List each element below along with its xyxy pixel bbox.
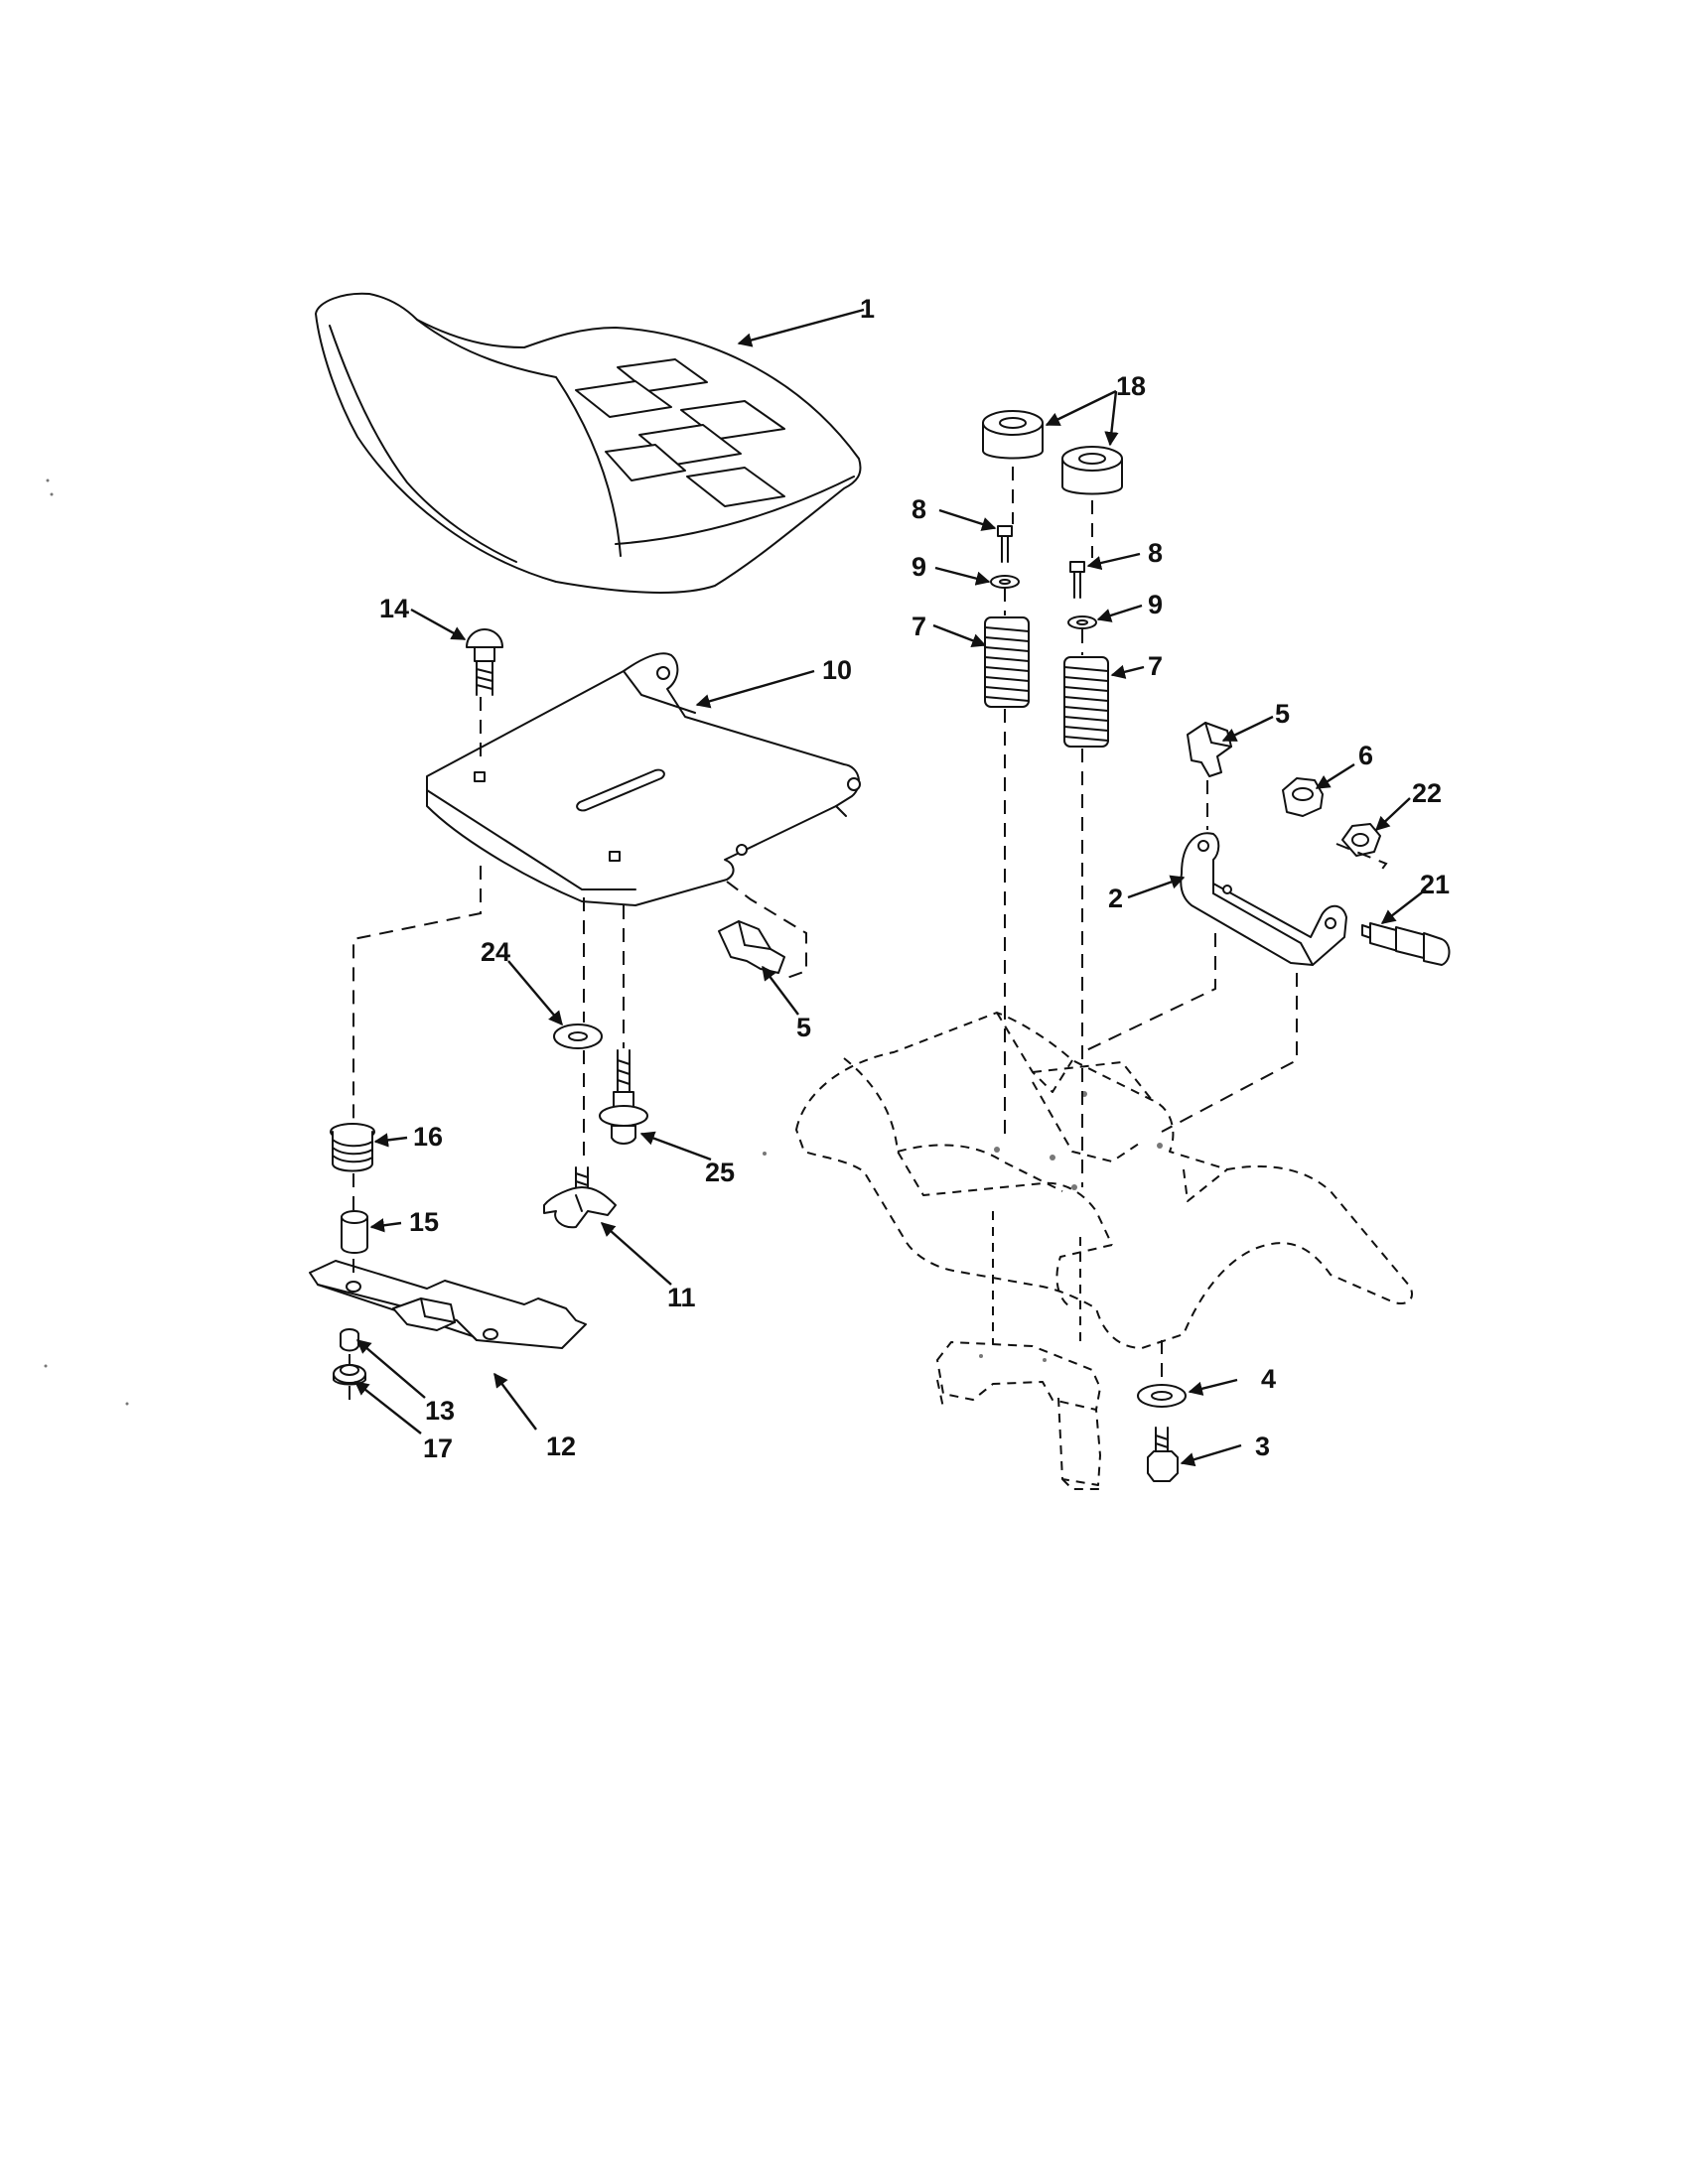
seat-pan-part-10 — [426, 652, 861, 906]
bracket-part-2 — [1180, 832, 1347, 966]
callout-21: 21 — [1420, 870, 1450, 899]
washer-part-9-right — [1067, 615, 1097, 629]
carriage-bolt-part-14 — [466, 628, 503, 696]
seat-part-1 — [315, 292, 862, 595]
nut-part-13 — [340, 1328, 359, 1352]
callout-18: 18 — [1116, 371, 1146, 401]
callout-25: 25 — [705, 1158, 735, 1187]
callout-4: 4 — [1261, 1364, 1276, 1394]
clip-part-5-upper — [1187, 722, 1232, 777]
callout-7-right: 7 — [1148, 651, 1163, 681]
callout-6: 6 — [1358, 741, 1373, 770]
scan-specks — [44, 478, 767, 1406]
callout-22: 22 — [1412, 778, 1442, 808]
frame-phantom-outline — [795, 1012, 1413, 1490]
callout-12: 12 — [546, 1432, 576, 1461]
callout-24: 24 — [481, 937, 510, 967]
callout-2: 2 — [1108, 884, 1123, 913]
shoulder-screw-part-25 — [599, 1049, 648, 1145]
callout-8-right: 8 — [1148, 538, 1163, 568]
shoulder-bolt-part-21 — [1361, 922, 1451, 966]
callout-3: 3 — [1255, 1432, 1270, 1461]
leader-lines — [353, 308, 1427, 1467]
seat-panels — [575, 358, 785, 507]
assembly-center-lines — [349, 467, 1388, 1408]
callout-10: 10 — [822, 655, 852, 685]
slide-plate-part-12 — [309, 1260, 587, 1349]
spring-part-16 — [330, 1123, 375, 1172]
bushing-part-18-right — [1061, 446, 1123, 495]
callout-9-left: 9 — [912, 552, 926, 582]
callout-8-left: 8 — [912, 494, 926, 524]
washer-part-9-left — [990, 575, 1020, 589]
callout-16: 16 — [413, 1122, 443, 1152]
washer-part-24 — [553, 1024, 603, 1049]
callout-9-right: 9 — [1148, 590, 1163, 619]
screw-part-8-right — [1069, 561, 1085, 599]
callout-7-left: 7 — [912, 612, 926, 641]
spring-part-7-right — [1063, 656, 1109, 748]
nut-part-22 — [1341, 823, 1381, 857]
screw-part-8-left — [997, 525, 1013, 563]
bushing-part-18-left — [982, 410, 1044, 460]
spring-part-7-left — [984, 616, 1030, 708]
callout-11: 11 — [667, 1283, 696, 1312]
nut-part-6 — [1282, 777, 1324, 817]
callout-17: 17 — [423, 1433, 453, 1463]
callout-15: 15 — [409, 1207, 439, 1237]
flange-nut-part-17 — [333, 1364, 366, 1386]
callout-13: 13 — [425, 1396, 455, 1426]
knob-part-11 — [543, 1166, 617, 1229]
callout-5-lower: 5 — [796, 1013, 811, 1042]
clip-part-5-lower — [718, 920, 785, 974]
part-callout-labels: 1 18 8 8 9 9 7 7 14 10 5 6 22 2 21 24 5 … — [379, 294, 1450, 1463]
washer-part-4 — [1137, 1384, 1187, 1408]
callout-5-upper: 5 — [1275, 699, 1290, 729]
spacer-part-15 — [341, 1210, 368, 1254]
callout-1: 1 — [860, 294, 875, 324]
callout-14: 14 — [379, 594, 409, 623]
bolt-part-3 — [1147, 1427, 1179, 1482]
